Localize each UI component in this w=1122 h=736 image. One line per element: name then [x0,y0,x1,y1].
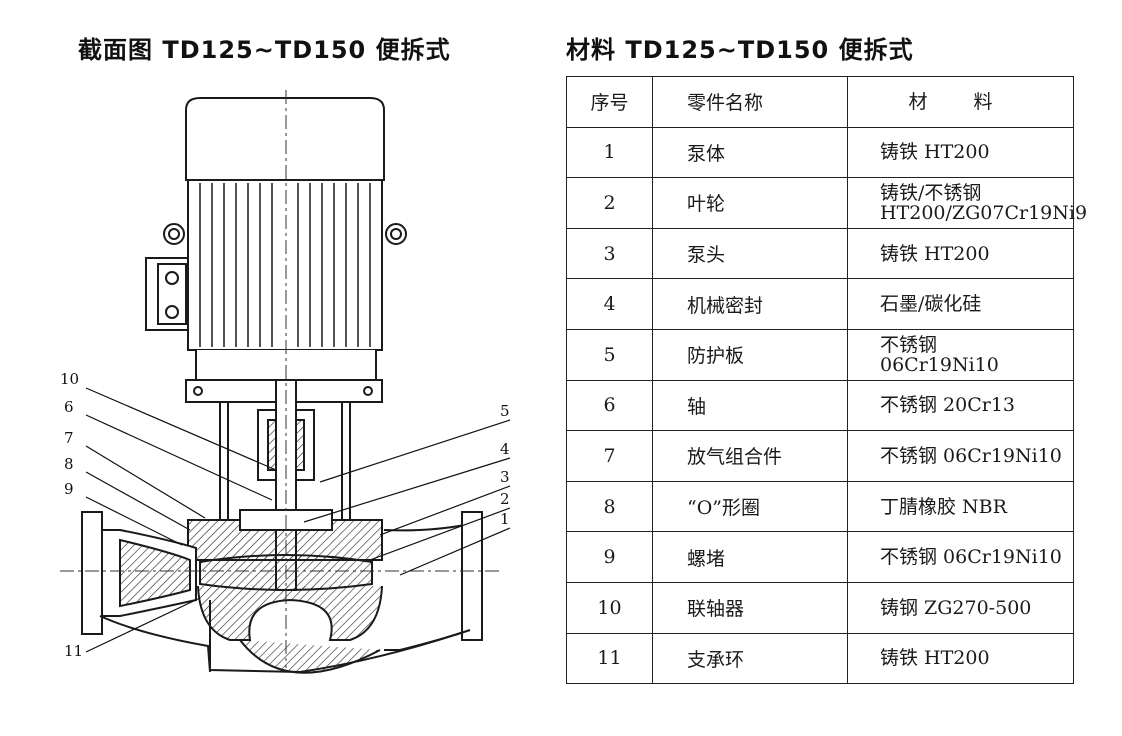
table-row: 1 泵体 铸铁 HT200 [566,126,1074,179]
material-line: 铸钢 ZG270-500 [880,596,1032,619]
row-name: 机械密封 [652,278,848,330]
callout-2: 2 [500,490,510,508]
row-name: 螺堵 [652,531,848,583]
callout-4: 4 [500,440,510,458]
row-name: 泵头 [652,227,848,280]
table-row: 10 联轴器 铸钢 ZG270-500 [566,581,1074,634]
row-name: 放气组合件 [652,430,848,482]
row-material: 不锈钢 20Cr13 [847,379,1074,432]
callout-8: 8 [64,455,74,473]
row-no: 3 [566,227,653,280]
row-no: 8 [566,480,653,533]
table-row: 4 机械密封 石墨/碳化硅 [566,278,1074,330]
row-no: 10 [566,581,653,634]
header-part-name: 零件名称 [652,76,848,128]
material-line: 不锈钢 [880,333,938,356]
row-no: 5 [566,328,653,381]
material-line: 铸铁 HT200 [880,647,990,670]
row-material: 石墨/碳化硅 [847,278,1074,330]
row-no: 4 [566,278,653,330]
table-row: 8 “O”形圈 丁腈橡胶 NBR [566,480,1074,533]
callout-5: 5 [500,402,510,420]
callout-1: 1 [500,510,510,528]
motor-body [187,179,383,351]
row-material: 不锈钢 06Cr19Ni10 [847,531,1074,583]
row-material: 铸铁 HT200 [847,227,1074,280]
table-row: 9 螺堵 不锈钢 06Cr19Ni10 [566,531,1074,583]
support-foot [99,615,211,673]
table-row: 6 轴 不锈钢 20Cr13 [566,379,1074,432]
lifting-eye-left [163,223,185,245]
table-row: 11 支承环 铸铁 HT200 [566,632,1074,685]
row-no: 2 [566,177,653,229]
material-line: 丁腈橡胶 NBR [880,495,1007,518]
callout-9: 9 [64,480,74,498]
row-name: 轴 [652,379,848,432]
material-line: 石墨/碳化硅 [880,293,982,316]
table-header-row: 序号 零件名称 材 料 [566,76,1074,128]
material-line: 铸铁/不锈钢 [880,181,982,204]
header-no: 序号 [566,76,653,128]
header-material: 材 料 [847,76,1074,128]
callout-7: 7 [64,429,74,447]
callout-10: 10 [60,370,79,388]
row-name: “O”形圈 [652,480,848,533]
material-line: 铸铁 HT200 [880,242,990,265]
row-material: 铸钢 ZG270-500 [847,581,1074,634]
motor-fins [199,183,371,347]
row-material: 丁腈橡胶 NBR [847,480,1074,533]
row-name: 叶轮 [652,177,848,229]
row-no: 1 [566,126,653,179]
material-line: 不锈钢 06Cr19Ni10 [880,546,1062,569]
row-no: 11 [566,632,653,685]
row-no: 9 [566,531,653,583]
row-material: 铸铁 HT200 [847,632,1074,685]
material-line: 06Cr19Ni10 [880,353,999,376]
row-material: 铸铁 HT200 [847,126,1074,179]
materials-title: 材料 TD125~TD150 便拆式 [566,36,914,64]
material-line: HT200/ZG07Cr19Ni9 [880,201,1088,224]
material-line: 不锈钢 20Cr13 [880,394,1016,417]
table-row: 7 放气组合件 不锈钢 06Cr19Ni10 [566,430,1074,482]
section-view-title: 截面图 TD125~TD150 便拆式 [78,36,451,64]
pump-bracket [219,402,351,520]
outlet-pipe [383,522,471,651]
table-row: 3 泵头 铸铁 HT200 [566,227,1074,280]
inlet-flange [81,511,103,635]
callout-11: 11 [64,642,83,660]
material-line: 铸铁 HT200 [880,141,990,164]
row-no: 6 [566,379,653,432]
pump-volute [197,585,383,641]
callout-3: 3 [500,468,510,486]
row-name: 防护板 [652,328,848,381]
pump-section-diagram: 10 6 7 8 9 11 5 4 3 2 1 [60,90,511,674]
terminal-box [145,257,189,331]
row-name: 支承环 [652,632,848,685]
outlet-flange [461,511,483,641]
material-line: 不锈钢 06Cr19Ni10 [880,444,1062,467]
row-material: 不锈钢 06Cr19Ni10 [847,430,1074,482]
row-no: 7 [566,430,653,482]
callout-6: 6 [64,398,74,416]
row-name: 联轴器 [652,581,848,634]
row-name: 泵体 [652,126,848,179]
lifting-eye-right [385,223,407,245]
motor-cap [185,97,385,181]
